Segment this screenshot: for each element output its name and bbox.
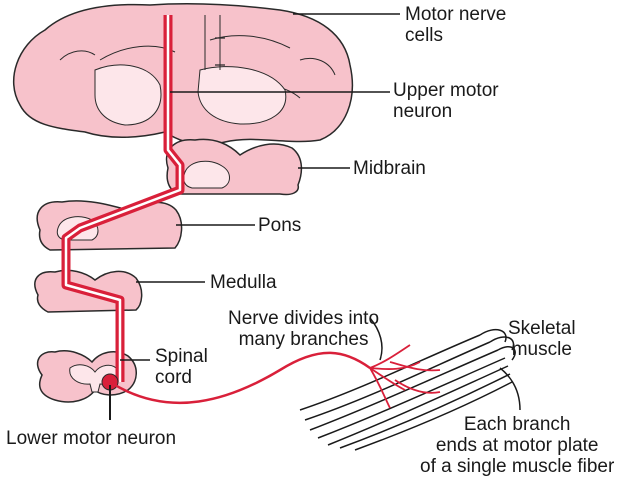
label-midbrain: Midbrain	[353, 158, 426, 179]
nerve-branches	[369, 344, 441, 409]
label-spinal-cord: Spinal cord	[155, 346, 208, 388]
label-medulla: Medulla	[210, 272, 277, 293]
label-pons: Pons	[258, 215, 302, 236]
brain-illustration	[12, 3, 354, 146]
label-lower-motor-neuron: Lower motor neuron	[6, 428, 177, 449]
leader-lines	[120, 13, 521, 411]
label-upper-motor-neuron: Upper motor neuron	[393, 80, 499, 122]
skeletal-muscle-fibers	[299, 328, 516, 451]
midbrain-inner	[183, 160, 230, 189]
upper-motor-neuron-path	[61, 15, 185, 382]
lower-motor-neuron-nerve	[109, 351, 371, 404]
label-skeletal-muscle: Skeletal muscle	[508, 318, 576, 360]
label-motor-nerve-cells: Motor nerve cells	[405, 4, 507, 46]
label-nerve-divides: Nerve divides into many branches	[228, 308, 380, 350]
midbrain-section	[165, 138, 303, 196]
label-each-branch: Each branch ends at motor plate of a sin…	[420, 414, 615, 477]
